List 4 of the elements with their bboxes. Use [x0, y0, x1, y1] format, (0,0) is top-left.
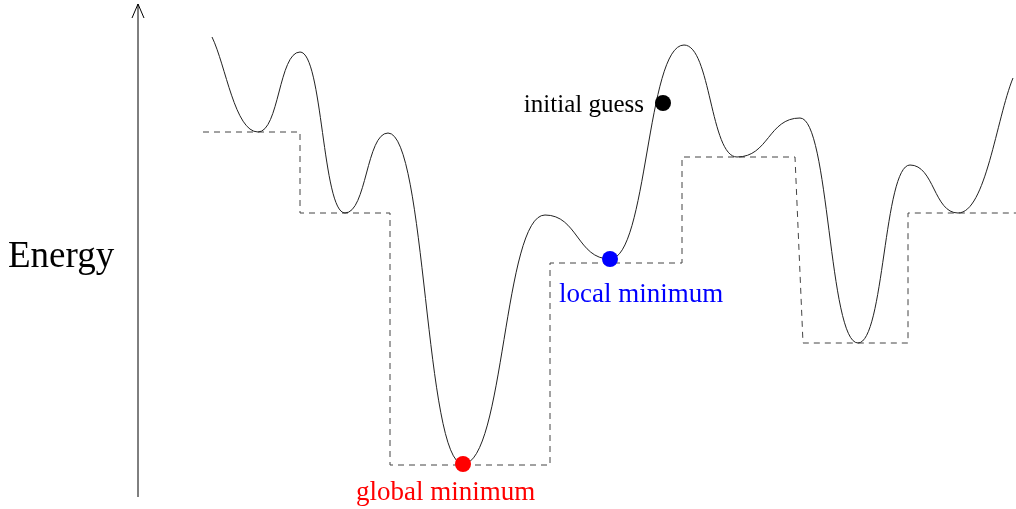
- point-label: initial guess: [523, 91, 644, 116]
- axis-label: Energy: [8, 236, 115, 273]
- point-label: local minimum: [559, 280, 724, 307]
- point-label: global minimum: [356, 478, 536, 505]
